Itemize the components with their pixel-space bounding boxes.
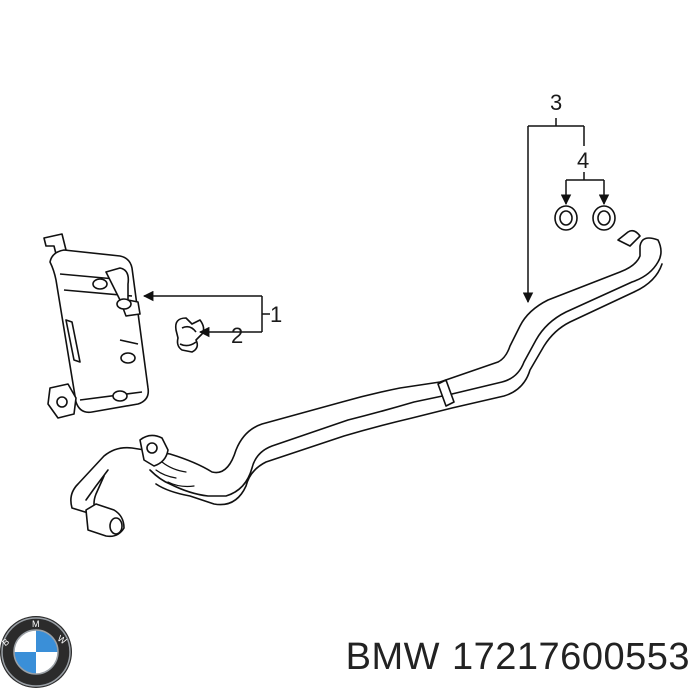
part-number: 17217600553 xyxy=(452,636,690,678)
oil-cooler-line xyxy=(70,229,663,538)
hose-clip xyxy=(174,317,205,353)
o-ring-right xyxy=(592,205,616,231)
o-ring-left xyxy=(554,205,578,231)
oil-cooler xyxy=(43,233,150,419)
callout-leaders xyxy=(142,118,610,338)
callout-3: 3 xyxy=(550,90,562,115)
svg-text:M: M xyxy=(32,619,40,629)
brand-name: BMW xyxy=(345,636,441,678)
callout-1: 1 xyxy=(270,302,282,327)
svg-text:B: B xyxy=(0,636,11,648)
callout-4: 4 xyxy=(577,148,589,173)
part-number-label: BMW 17217600553 xyxy=(318,636,690,686)
callout-2: 2 xyxy=(231,323,243,348)
bmw-roundel-icon: B M W xyxy=(0,616,72,688)
